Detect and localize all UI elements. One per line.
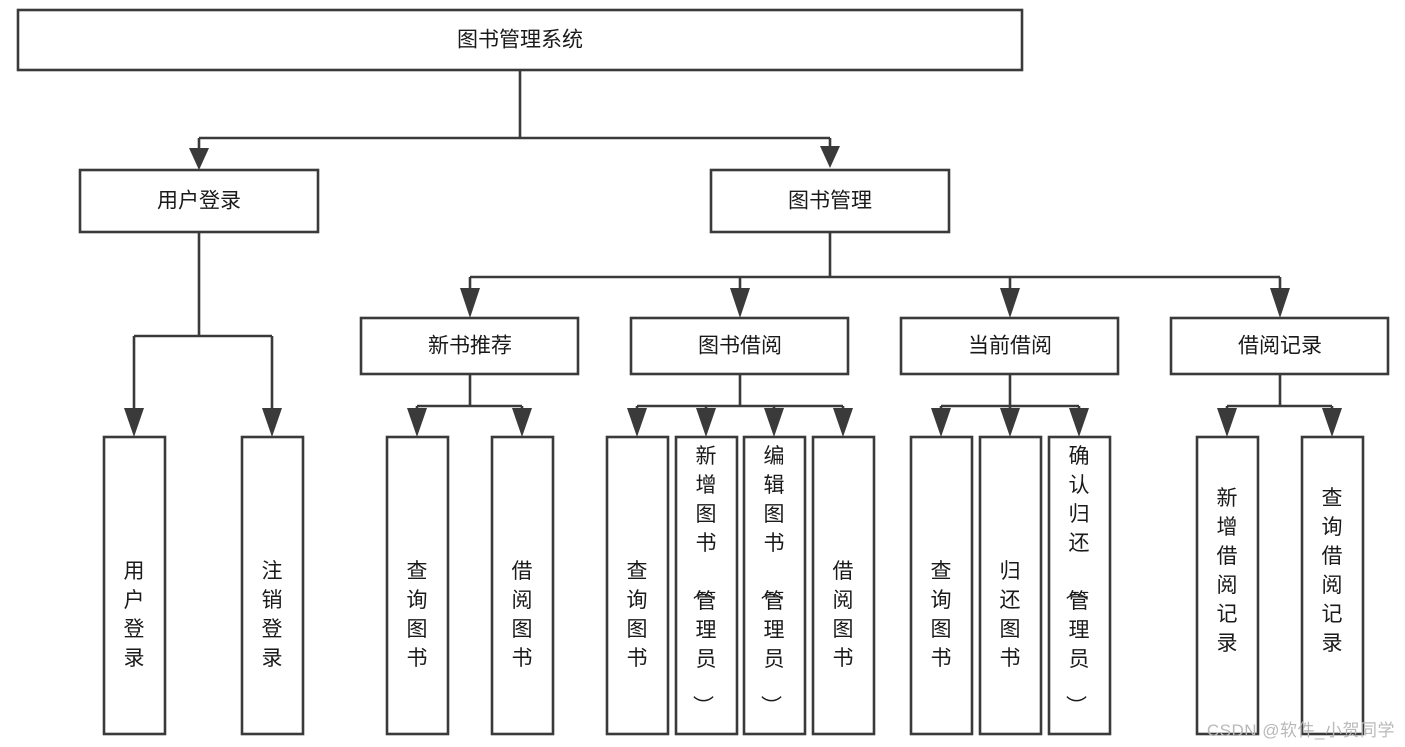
node-leaf-edit-book[interactable]: 编辑图书（管理员） xyxy=(742,435,807,736)
node-current-borrow-box[interactable] xyxy=(899,316,1120,376)
arrow-head-leaf-query-book-3 xyxy=(931,408,951,437)
node-borrow-record[interactable]: 借阅记录 xyxy=(1169,316,1390,376)
node-leaf-logout-login[interactable]: 注销登录 xyxy=(240,435,305,736)
node-user-login-box[interactable] xyxy=(78,168,320,234)
node-book-manage-label: 图书管理 xyxy=(788,190,872,213)
node-leaf-logout-login-label: 注销登录 xyxy=(262,560,283,670)
node-current-borrow[interactable]: 当前借阅 xyxy=(899,316,1120,376)
node-leaf-borrow-book-1[interactable]: 借阅图书 xyxy=(490,435,555,736)
arrow-head-leaf-confirm-return xyxy=(1069,408,1089,437)
arrow-head-leaf-query-book-1 xyxy=(407,408,427,437)
node-leaf-user-login[interactable]: 用户登录 xyxy=(102,435,167,736)
arrow-head-leaf-add-record xyxy=(1217,408,1237,437)
node-leaf-add-record-box[interactable] xyxy=(1195,435,1260,736)
arrow-head-borrow-record xyxy=(1270,288,1290,318)
node-book-manage[interactable]: 图书管理 xyxy=(709,168,951,234)
arrow-head-leaf-borrow-book-1 xyxy=(512,408,532,437)
node-leaf-borrow-book-2[interactable]: 借阅图书 xyxy=(811,435,876,736)
node-root-label: 图书管理系统 xyxy=(457,29,583,52)
node-leaf-query-book-2[interactable]: 查询图书 xyxy=(605,435,670,736)
node-leaf-edit-book-label: 编辑图书（管理员） xyxy=(759,445,785,716)
node-leaf-user-login-box[interactable] xyxy=(102,435,167,736)
node-leaf-query-book-3-label: 查询图书 xyxy=(931,560,952,670)
node-borrow-record-label: 借阅记录 xyxy=(1238,335,1322,358)
arrow-head-leaf-edit-book xyxy=(764,408,784,437)
arrow-head-book-borrow xyxy=(730,288,750,318)
arrow-head-book-manage xyxy=(820,146,840,168)
node-leaf-return-book-label: 归还图书 xyxy=(1000,560,1021,670)
arrow-head-leaf-query-record xyxy=(1322,408,1342,437)
node-leaf-borrow-book-2-label: 借阅图书 xyxy=(833,560,854,670)
node-leaf-borrow-book-1-box[interactable] xyxy=(490,435,555,736)
node-leaf-query-book-3[interactable]: 查询图书 xyxy=(909,435,974,736)
arrow-head-leaf-user-login xyxy=(124,408,144,437)
arrow-head-leaf-query-book-2 xyxy=(627,408,647,437)
node-new-book-recommend-label: 新书推荐 xyxy=(428,335,512,358)
node-borrow-record-box[interactable] xyxy=(1169,316,1390,376)
node-leaf-add-book-box[interactable] xyxy=(674,435,739,736)
node-leaf-confirm-return-box[interactable] xyxy=(1047,435,1112,736)
arrow-head-new-book-recommend xyxy=(460,288,480,318)
node-leaf-add-record-label: 新增借阅记录 xyxy=(1217,487,1238,655)
node-leaf-query-record-label: 查询借阅记录 xyxy=(1322,487,1343,655)
node-book-borrow-box[interactable] xyxy=(629,316,850,376)
node-leaf-add-book[interactable]: 新增图书（管理员） xyxy=(674,435,739,736)
node-leaf-query-book-1-label: 查询图书 xyxy=(407,560,428,670)
arrow-head-user-login xyxy=(189,148,209,170)
arrow-head-leaf-borrow-book-2 xyxy=(833,408,853,437)
node-leaf-query-record[interactable]: 查询借阅记录 xyxy=(1300,435,1365,736)
arrow-head-current-borrow xyxy=(1000,288,1020,318)
node-current-borrow-label: 当前借阅 xyxy=(968,335,1052,358)
node-leaf-edit-book-box[interactable] xyxy=(742,435,807,736)
node-leaf-confirm-return[interactable]: 确认归还（管理员） xyxy=(1047,435,1112,736)
node-leaf-query-book-2-label: 查询图书 xyxy=(627,560,648,670)
node-book-borrow-label: 图书借阅 xyxy=(698,335,782,358)
node-leaf-query-record-box[interactable] xyxy=(1300,435,1365,736)
node-leaf-query-book-2-box[interactable] xyxy=(605,435,670,736)
node-leaf-return-book-box[interactable] xyxy=(978,435,1043,736)
arrow-head-leaf-logout-login xyxy=(262,408,282,437)
arrow-head-leaf-add-book xyxy=(696,408,716,437)
node-leaf-query-book-1[interactable]: 查询图书 xyxy=(385,435,450,736)
node-root-box[interactable] xyxy=(16,8,1024,72)
node-leaf-confirm-return-label: 确认归还（管理员） xyxy=(1064,445,1090,716)
node-leaf-borrow-book-1-label: 借阅图书 xyxy=(512,560,533,670)
node-user-login[interactable]: 用户登录 xyxy=(78,168,320,234)
node-leaf-user-login-label: 用户登录 xyxy=(124,560,145,670)
node-leaf-add-book-label: 新增图书（管理员） xyxy=(691,445,717,716)
node-leaf-return-book[interactable]: 归还图书 xyxy=(978,435,1043,736)
node-leaf-borrow-book-2-box[interactable] xyxy=(811,435,876,736)
node-root[interactable]: 图书管理系统 xyxy=(16,8,1024,72)
node-leaf-query-book-1-box[interactable] xyxy=(385,435,450,736)
node-user-login-label: 用户登录 xyxy=(157,190,241,213)
node-leaf-query-book-3-box[interactable] xyxy=(909,435,974,736)
node-book-borrow[interactable]: 图书借阅 xyxy=(629,316,850,376)
node-leaf-logout-login-box[interactable] xyxy=(240,435,305,736)
node-new-book-recommend-box[interactable] xyxy=(359,316,580,376)
node-new-book-recommend[interactable]: 新书推荐 xyxy=(359,316,580,376)
node-leaf-add-record[interactable]: 新增借阅记录 xyxy=(1195,435,1260,736)
connector-group xyxy=(124,70,1342,437)
arrow-head-leaf-return-book xyxy=(1000,408,1020,437)
node-book-manage-box[interactable] xyxy=(709,168,951,234)
